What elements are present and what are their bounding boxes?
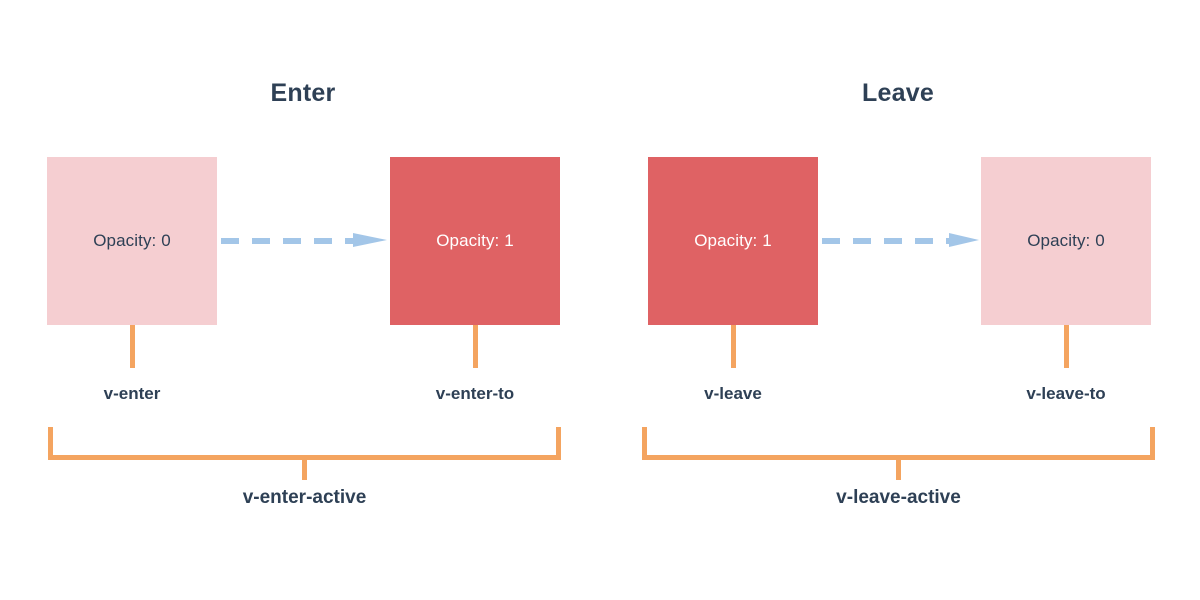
bracket-arm-right	[1150, 427, 1155, 460]
state-box-enter-to: Opacity: 1	[390, 157, 560, 325]
arrow-head	[353, 233, 387, 247]
connector-stem-leave-to	[1064, 325, 1069, 368]
bracket-bar	[48, 455, 561, 460]
connector-stem-enter-to	[473, 325, 478, 368]
state-box-enter-from: Opacity: 0	[47, 157, 217, 325]
class-label-v-leave-active: v-leave-active	[836, 487, 961, 508]
state-box-leave-from: Opacity: 1	[648, 157, 818, 325]
arrow-dashes	[221, 238, 353, 244]
bracket-drop-stem	[896, 459, 901, 480]
bracket-arm-left	[642, 427, 647, 460]
dashed-arrow-right-icon-enter	[221, 233, 388, 248]
arrow-dashes	[822, 238, 949, 244]
arrow-head	[949, 233, 979, 247]
state-box-label: Opacity: 1	[436, 231, 514, 250]
active-bracket-enter	[48, 427, 561, 480]
state-box-leave-to: Opacity: 0	[981, 157, 1151, 325]
bracket-arm-left	[48, 427, 53, 460]
bracket-bar	[642, 455, 1155, 460]
class-label-v-enter-active: v-enter-active	[242, 487, 367, 508]
state-box-label: Opacity: 0	[1027, 231, 1105, 250]
class-label-v-enter-to: v-enter-to	[435, 384, 515, 403]
connector-stem-enter-from	[130, 325, 135, 368]
bracket-drop-stem	[302, 459, 307, 480]
class-label-v-leave-to: v-leave-to	[1026, 384, 1106, 403]
section-title-enter: Enter	[270, 79, 336, 107]
active-bracket-leave	[642, 427, 1155, 480]
class-label-v-leave: v-leave	[704, 384, 762, 403]
connector-stem-leave-from	[731, 325, 736, 368]
class-label-v-enter: v-enter	[103, 384, 161, 403]
dashed-arrow-right-icon-leave	[822, 233, 979, 248]
bracket-arm-right	[556, 427, 561, 460]
state-box-label: Opacity: 0	[93, 231, 171, 250]
state-box-label: Opacity: 1	[694, 231, 772, 250]
section-title-leave: Leave	[862, 79, 934, 107]
